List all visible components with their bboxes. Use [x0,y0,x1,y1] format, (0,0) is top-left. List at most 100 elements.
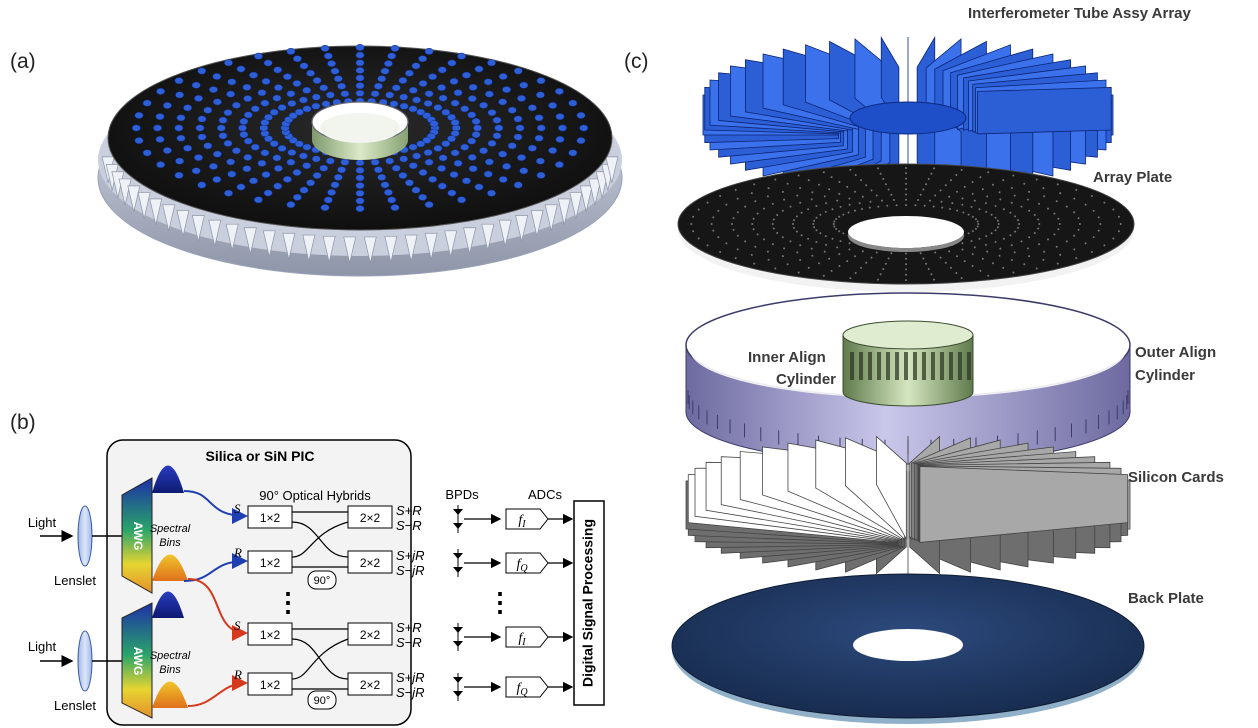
output-S-plus-R-2: S+R [396,620,422,635]
inner-align-top [842,320,974,350]
disk-center-cylinder [312,122,408,160]
light-label-1: Light [28,515,57,530]
panel-c-exploded-assembly: Interferometer Tube Assy Array Array Pla… [671,5,1224,724]
signal-path-blue-1 [183,490,248,524]
adc-Q-2 [505,676,549,698]
callout-interferometer: Interferometer Tube Assy Array [968,5,1192,22]
callout-outer-align-2: Cylinder [1135,367,1195,384]
output-S-minus-R-1: S−R [396,518,422,533]
splitter-1b-label: 1×2 [260,556,281,570]
adc-Q-2-label: fQ [516,681,528,698]
splitter-1a-label: 1×2 [260,511,281,525]
signal-path-red-2 [187,675,248,707]
splitter-1b [247,550,293,574]
awg-1 [121,477,153,594]
dsp-label: Digital Signal Processing [580,519,596,687]
signal-S-2: S [234,618,241,633]
coupler-1a [347,505,393,529]
callout-outer-align-1: Outer Align [1135,344,1216,361]
interferometer-tube-array [702,36,1114,194]
adc-I-1 [505,508,549,530]
panel-label-c: (c) [624,50,649,73]
adc-I-1-label: fI [518,513,526,530]
spectral-bins-label-1b: Bins [159,537,181,549]
callout-inner-align-2: Cylinder [776,371,836,388]
callout-inner-align-1: Inner Align [748,349,826,366]
adc-Q-1 [505,552,549,574]
splitter-2a [247,622,293,646]
awg-label-1: AWG [131,522,145,551]
spectral-bins-label-1a: Spectral [150,523,191,535]
signal-S-1: S [234,501,241,516]
output-S-minus-R-2: S−R [396,635,422,650]
output-S-plus-jR-2: S+jR [396,670,425,685]
signal-R-1: R [233,545,242,560]
coupler-2a-label: 2×2 [360,628,381,642]
output-S-minus-jR-1: S−jR [396,563,425,578]
disk-skirt-fins [101,156,619,264]
spectral-bins-label-2a: Spectral [150,650,191,662]
lenslet-1 [77,505,93,567]
output-S-plus-R-1: S+R [396,503,422,518]
splitter-1a [247,505,293,529]
ellipsis-adcs: ⋮ [487,587,513,617]
panel-a-disk-render [97,44,623,277]
callout-back-plate: Back Plate [1128,590,1204,607]
splitter-2a-label: 1×2 [260,628,281,642]
phase-shifter-1 [307,570,337,590]
signal-R-2: R [233,667,242,682]
ellipsis-hybrids: ⋮ [275,587,301,617]
tube-array-hub [849,101,967,135]
coupler-2a [347,622,393,646]
hybrids-label: 90° Optical Hybrids [259,488,371,503]
dsp-box [573,500,605,706]
callout-silicon-cards: Silicon Cards [1128,469,1224,486]
bpd-1 [453,505,463,533]
panel-label-a: (a) [10,50,36,73]
panel-b-pic-schematic: Silica or SiN PIC Light Lenslet AWG Spec… [28,439,605,726]
spectral-bin-orange-1 [152,554,188,581]
array-plate-hole [848,216,964,248]
output-S-plus-jR-1: S+jR [396,548,425,563]
bpd-2 [453,549,463,577]
adc-I-2-label: fI [518,631,526,648]
spectral-bin-blue-2 [152,591,184,618]
awg-2 [121,602,153,719]
splitter-2b [247,672,293,696]
light-label-2: Light [28,639,57,654]
adc-I-2 [505,626,549,648]
coupler-2b [347,672,393,696]
adcs-label: ADCs [528,487,562,502]
lenslet-2 [77,630,93,692]
coupler-1a-label: 2×2 [360,511,381,525]
coupler-1b [347,550,393,574]
bpd-4 [453,673,463,701]
adc-Q-1-label: fQ [516,557,528,574]
coupler-1b-label: 2×2 [360,556,381,570]
spectral-bin-blue-1 [152,465,184,493]
disk-tube-array [131,44,589,213]
signal-path-red-1 [187,578,248,641]
pic-enclosure [106,439,412,726]
callout-array-plate: Array Plate [1093,169,1172,186]
lenslet-label-2: Lenslet [54,698,96,713]
signal-path-blue-2 [183,553,248,582]
bpds-label: BPDs [445,487,479,502]
splitter-2b-label: 1×2 [260,678,281,692]
awg-label-2: AWG [131,647,145,676]
panel-label-b: (b) [10,411,36,434]
spectral-bin-orange-2 [152,681,188,708]
inner-align-ribs [850,352,971,380]
lenslet-label-1: Lenslet [54,573,96,588]
coupler-2b-label: 2×2 [360,678,381,692]
spectral-bins-label-2b: Bins [159,664,181,676]
phase-shifter-2 [307,690,337,710]
pic-title: Silica or SiN PIC [206,448,315,464]
output-S-minus-jR-2: S−jR [396,685,425,700]
back-plate-hole [853,629,963,661]
phase-shifter-2-label: 90° [314,695,331,707]
bpd-3 [453,623,463,651]
silicon-cards [685,435,1131,575]
disk-center-inner [320,113,400,143]
phase-shifter-1-label: 90° [314,575,331,587]
